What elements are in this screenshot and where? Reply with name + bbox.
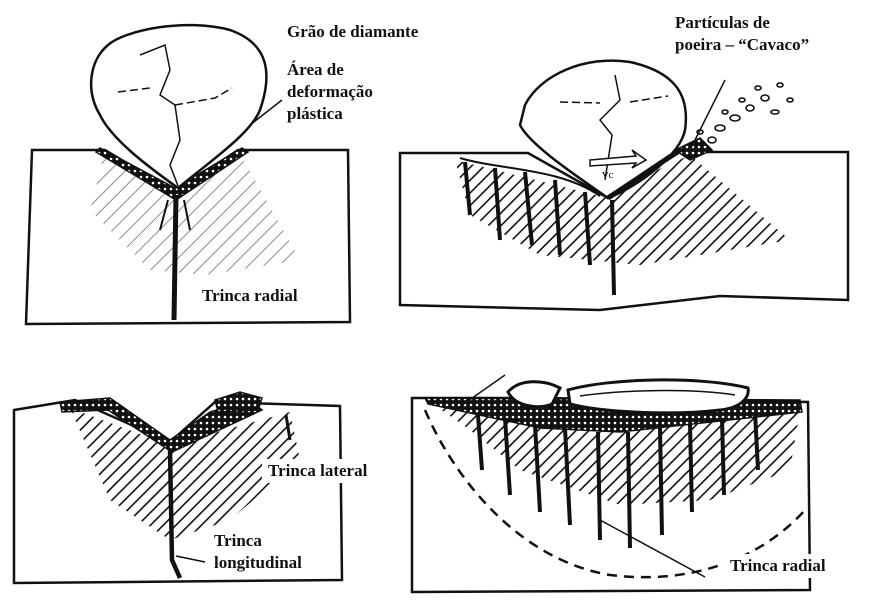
label-area-line-3: plástica [287,103,373,125]
label-trinca-long-line-2: longitudinal [214,552,302,574]
chip-2 [568,380,748,413]
label-plastic-deformation-area: Área de deformação plástica [287,59,373,125]
panel-top-right [400,61,848,310]
label-dust-particles: Partículas de poeira – “Cavaco” [675,12,809,56]
label-radial-crack-top: Trinca radial [196,284,304,308]
label-diamond-grain: Grão de diamante [287,22,418,42]
dust-particles [697,83,793,143]
label-area-line-1: Área de [287,59,373,81]
velocity-subscript: c [609,169,614,181]
label-longitudinal-crack: Trinca longitudinal [208,528,308,576]
label-lateral-crack: Trinca lateral [262,459,373,483]
label-trinca-long-line-1: Trinca [214,530,302,552]
label-radial-crack-bottom: Trinca radial [724,554,832,578]
label-particulas-line-2: poeira – “Cavaco” [675,34,809,56]
radial-crack-1 [174,195,176,320]
label-particulas-line-1: Partículas de [675,12,809,34]
velocity-label: vc [602,164,613,185]
label-area-line-2: deformação [287,81,373,103]
